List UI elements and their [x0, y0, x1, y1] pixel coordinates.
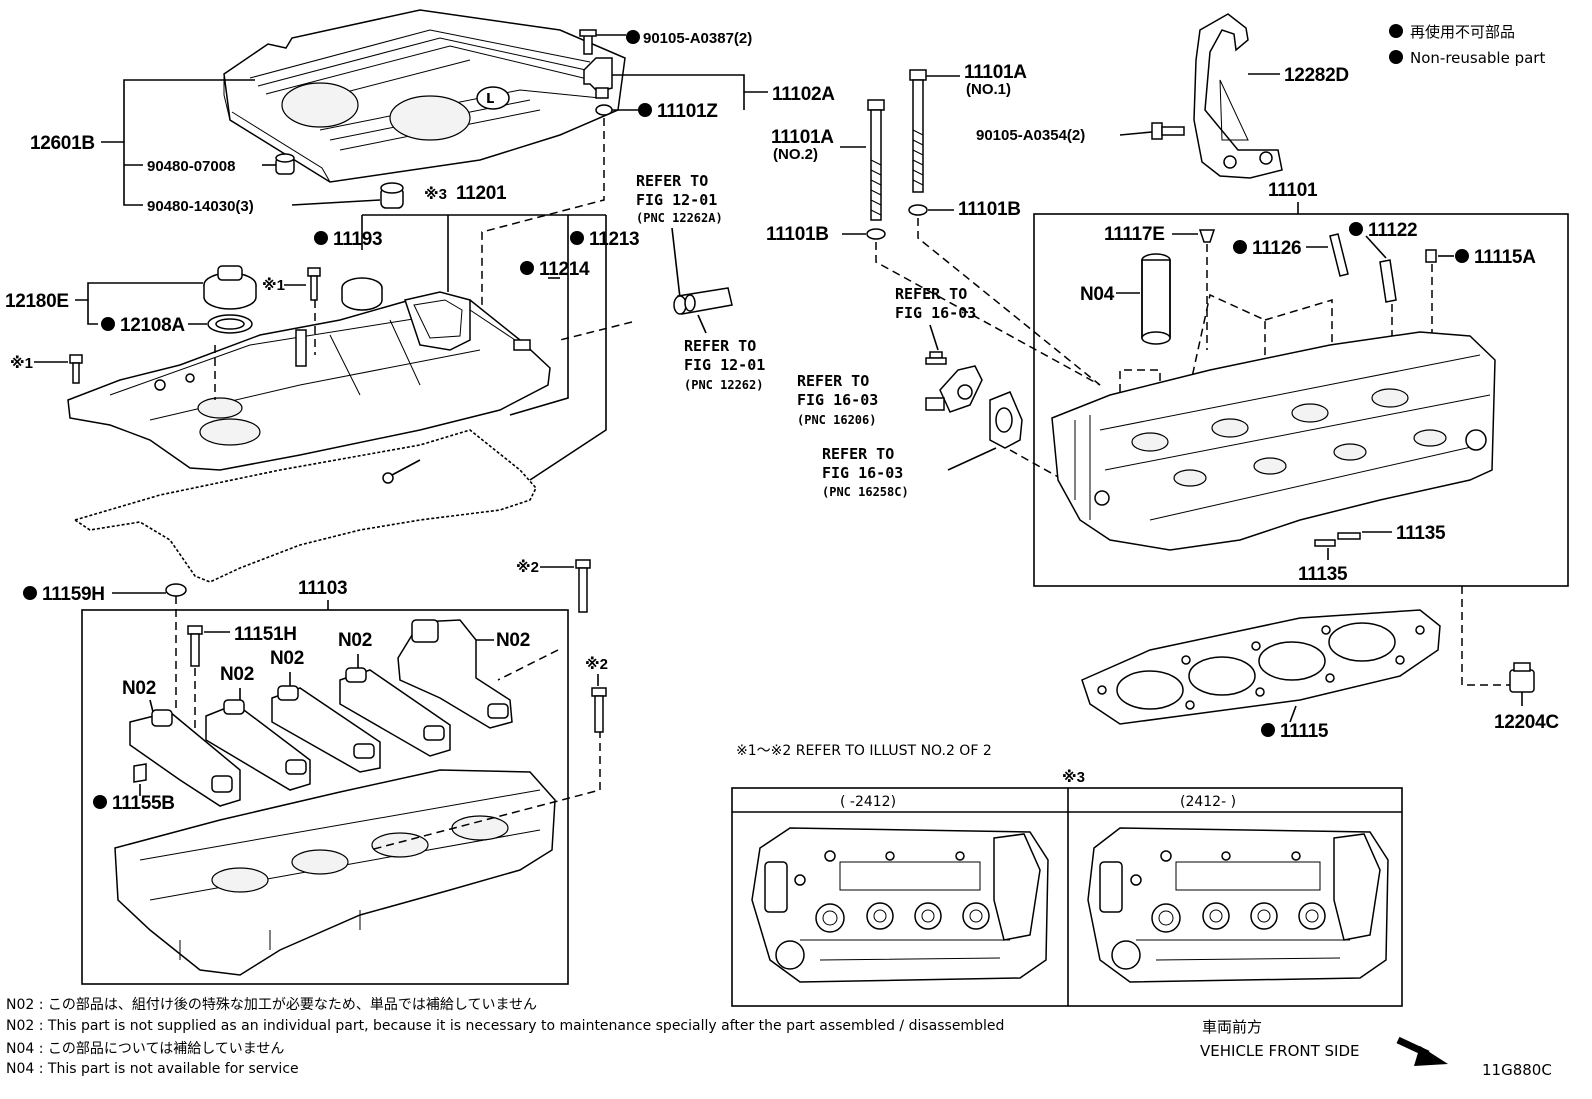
variant-left-header: ( -2412)	[840, 794, 896, 810]
oil-filler-cap-drawing	[203, 265, 257, 334]
label-11101Z: 11101Z	[657, 101, 718, 122]
label-11117E: 11117E	[1104, 224, 1165, 245]
label-11155B: 11155B	[112, 793, 175, 814]
label-11101B-a: 11101B	[766, 224, 829, 245]
vvt-sensor-drawing	[925, 365, 983, 413]
gasket-16258C-drawing	[989, 391, 1023, 449]
head-gasket-drawing	[1081, 609, 1441, 725]
note-n02-en: N02 : This part is not supplied as an in…	[6, 1018, 1004, 1034]
illust-note: ※1～※2 REFER TO ILLUST NO.2 OF 2	[736, 743, 992, 759]
ref2-l2: FIG 12-01	[684, 356, 765, 374]
label-90480-14030: 90480-14030(3)	[147, 198, 254, 215]
label-N02c: N02	[270, 648, 304, 669]
legend: 再使用不可部品 Non-reusable part	[1389, 23, 1545, 67]
cam-sensor-drawing	[579, 29, 613, 116]
illustration-code: 11G880C	[1482, 1061, 1552, 1079]
head-bolt-no2	[866, 99, 886, 240]
label-12204C: 12204C	[1494, 712, 1559, 733]
label-11201-mark: ※3	[424, 185, 447, 203]
label-12108A: 12108A	[120, 315, 185, 336]
label-N04: N04	[1080, 284, 1115, 305]
camshaft-housing-drawing	[114, 769, 556, 976]
label-90105-A0387: 90105-A0387(2)	[643, 30, 752, 47]
label-11214: 11214	[539, 259, 590, 280]
cylinder-head-cover-drawing	[67, 291, 551, 471]
variant-right-header: (2412- )	[1180, 794, 1236, 810]
ref4-l2: FIG 16-03	[797, 391, 878, 409]
label-11151H: 11151H	[234, 624, 297, 645]
mark-1a: ※1	[262, 276, 285, 294]
variant-left-cover-drawing	[751, 827, 1049, 983]
label-11159H: 11159H	[42, 584, 105, 605]
label-11101A-no2-sub: (NO.2)	[773, 146, 818, 163]
ref5-l1: REFER TO	[822, 445, 894, 463]
label-11201: 11201	[456, 183, 507, 204]
ref3-l1: REFER TO	[895, 285, 967, 303]
ref2-l3: (PNC 12262)	[684, 378, 763, 392]
ref1-l1: REFER TO	[636, 172, 708, 190]
label-11213: 11213	[589, 229, 639, 250]
non-reusable-bullet-icon	[1389, 50, 1403, 64]
camshaft-caps-drawing	[129, 619, 513, 807]
variant-right-cover-drawing	[1087, 827, 1389, 983]
label-11115A: 11115A	[1474, 247, 1536, 268]
variant-mark: ※3	[1062, 768, 1085, 786]
engine-hanger-drawing	[1193, 13, 1283, 179]
label-90480-07008: 90480-07008	[147, 158, 235, 175]
legend-jp: 再使用不可部品	[1410, 23, 1515, 41]
ref3-l2: FIG 16-03	[895, 304, 976, 322]
ref2-l1: REFER TO	[684, 337, 756, 355]
hose-drawing	[673, 287, 733, 315]
label-11101: 11101	[1268, 180, 1318, 201]
engine-cover-drawing: L	[223, 9, 626, 209]
mark-2a: ※2	[516, 558, 539, 576]
label-11122: 11122	[1368, 220, 1417, 241]
label-11115: 11115	[1280, 721, 1329, 742]
ref4-l1: REFER TO	[797, 372, 869, 390]
ref1-l2: FIG 12-01	[636, 191, 717, 209]
label-N02d: N02	[338, 630, 372, 651]
label-11101A-no1-sub: (NO.1)	[966, 81, 1011, 98]
label-11101B-b: 11101B	[958, 199, 1021, 220]
label-11126: 11126	[1252, 238, 1301, 259]
label-N02a: N02	[122, 678, 156, 699]
mark-1b: ※1	[10, 354, 33, 372]
bolt-90105-A0354-icon	[1151, 122, 1185, 140]
plug-12204C-icon	[1509, 662, 1535, 693]
ref4-l3: (PNC 16206)	[797, 413, 876, 427]
label-11103: 11103	[298, 578, 347, 599]
front-jp: 車両前方	[1202, 1018, 1262, 1036]
label-11135b: 11135	[1298, 564, 1348, 585]
label-N02e: N02	[496, 630, 530, 651]
ref1-l3: (PNC 12262A)	[636, 211, 723, 225]
label-12180E: 12180E	[5, 291, 69, 312]
label-11193: 11193	[333, 229, 382, 250]
label-N02b: N02	[220, 664, 254, 685]
label-11135a: 11135	[1396, 523, 1446, 544]
box-11101	[1033, 213, 1569, 587]
front-en: VEHICLE FRONT SIDE	[1200, 1042, 1360, 1060]
non-reusable-bullet-icon	[1389, 24, 1403, 38]
box-11103	[81, 609, 569, 985]
ref5-l3: (PNC 16258C)	[822, 485, 909, 499]
label-90105-A0354: 90105-A0354(2)	[976, 127, 1085, 144]
label-12282D: 12282D	[1284, 65, 1349, 86]
mark-2b: ※2	[585, 655, 608, 673]
label-12601B: 12601B	[30, 133, 95, 154]
vehicle-front-arrow-icon	[1396, 1036, 1448, 1066]
note-n02-jp: N02 : この部品は、組付け後の特殊な加工が必要なため、単品では補給していませ…	[6, 997, 537, 1013]
label-11101A-no1: 11101A	[964, 62, 1027, 83]
variant-table	[731, 787, 1403, 1007]
note-n04-jp: N04 : この部品については補給していません	[6, 1041, 284, 1057]
svg-text:L: L	[486, 92, 494, 107]
head-bolt-no1	[908, 69, 928, 216]
label-11102A: 11102A	[772, 84, 835, 105]
n04-pin-drawing	[1141, 253, 1171, 345]
label-11101A-no2: 11101A	[771, 127, 834, 148]
ref5-l2: FIG 16-03	[822, 464, 903, 482]
cylinder-head-drawing	[1051, 331, 1496, 551]
legend-en: Non-reusable part	[1410, 49, 1545, 67]
note-n04-en: N04 : This part is not available for ser…	[6, 1061, 299, 1077]
